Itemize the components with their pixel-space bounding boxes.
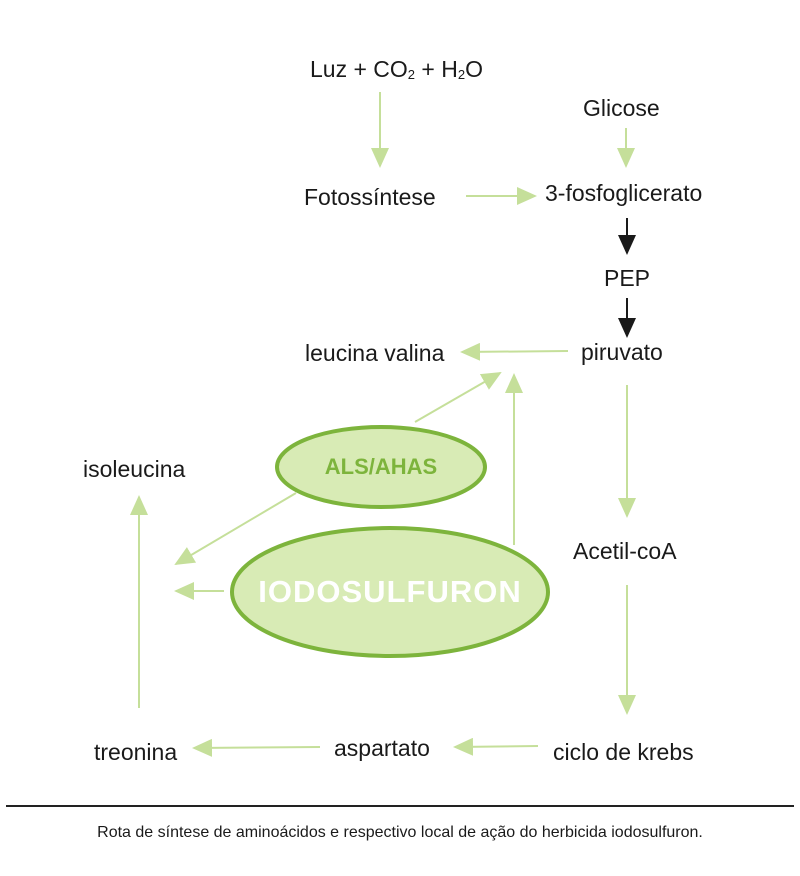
figure-caption: Rota de síntese de aminoácidos e respect… bbox=[97, 824, 703, 841]
node-isoleucina: isoleucina bbox=[83, 456, 186, 482]
luz-text-mid: + H bbox=[415, 56, 458, 82]
iodosulfuron-ellipse bbox=[230, 526, 550, 658]
node-3-fosfoglicerato: 3-fosfoglicerato bbox=[545, 180, 703, 206]
node-piruvato: piruvato bbox=[581, 339, 663, 365]
arrow-als-isoleucina bbox=[174, 492, 297, 566]
node-acetil-coa: Acetil-coA bbox=[573, 538, 677, 564]
arrow-piruvato-leucina bbox=[460, 342, 569, 361]
herbicide-label: IODOSULFURON bbox=[258, 574, 522, 609]
enzyme-label: ALS/AHAS bbox=[324, 454, 438, 479]
node-ciclo-de-krebs: ciclo de krebs bbox=[553, 739, 694, 765]
node-fotossintese: Fotossíntese bbox=[304, 184, 436, 210]
arrow-aspartato-treonina bbox=[192, 738, 321, 757]
h2o-subscript: 2 bbox=[457, 67, 466, 82]
arrow-als-leucina bbox=[414, 372, 502, 423]
node-leucina-valina: leucina valina bbox=[305, 340, 445, 366]
luz-text-post: O bbox=[465, 56, 483, 82]
luz-text-pre: Luz + CO bbox=[310, 56, 408, 82]
node-pep: PEP bbox=[604, 265, 651, 291]
als-ahas-ellipse bbox=[275, 425, 487, 509]
node-aspartato: aspartato bbox=[334, 735, 430, 761]
co2-subscript: 2 bbox=[407, 67, 416, 82]
node-glicose: Glicose bbox=[583, 95, 660, 121]
caption-divider bbox=[6, 805, 794, 807]
arrow-krebs-aspartato bbox=[453, 737, 539, 756]
node-luz-co2-h2o: Luz + CO2 + H2O bbox=[310, 56, 483, 82]
node-treonina: treonina bbox=[94, 739, 178, 765]
